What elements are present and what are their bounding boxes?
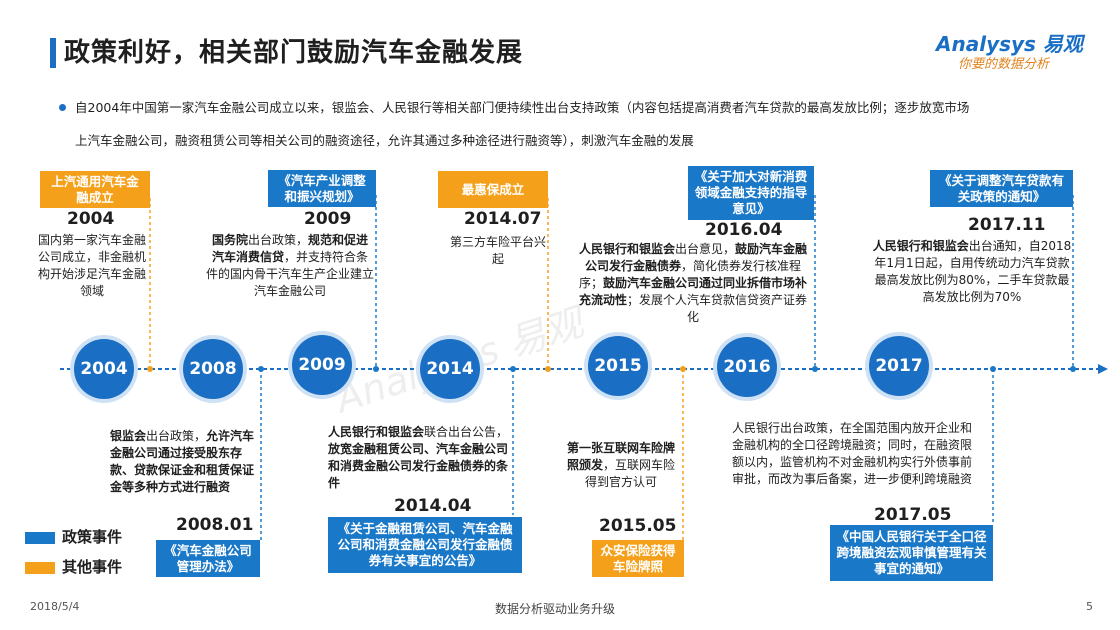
event-box-2015-05: 众安保险获得车险牌照	[592, 540, 684, 577]
timeline-arrow-icon	[1098, 364, 1108, 374]
event-desc-2008-01: 银监会出台政策，允许汽车金融公司通过接受股东存款、贷款保证金和租赁保证金等多种方…	[110, 429, 255, 494]
legend-swatch-policy	[25, 532, 55, 544]
bullet-icon	[59, 104, 66, 111]
intro-line-2: 上汽车金融公司，融资租赁公司等相关公司的融资途径，允许其通过多种途径进行融资等）…	[75, 133, 694, 148]
year-node-2017: 2017	[869, 336, 929, 396]
year-node-2015: 2015	[588, 336, 648, 396]
page-title: 政策利好，相关部门鼓励汽车金融发展	[64, 38, 524, 68]
event-desc-2015-05: 第一张互联网车险牌照颁发，互联网车险得到官方认可	[566, 441, 676, 489]
event-desc-2014-04: 人民银行和银监会联合出台公告，放宽金融租赁公司、汽车金融公司和消费金融公司发行金…	[328, 425, 509, 490]
year-node-2004: 2004	[74, 339, 134, 399]
event-box-2004: 上汽通用汽车金融成立	[40, 171, 150, 208]
event-date-2014-04: 2014.04	[394, 496, 472, 516]
footer-date: 2018/5/4	[30, 600, 80, 613]
event-date-2016-04: 2016.04	[705, 220, 783, 240]
event-box-2009: 《汽车产业调整和振兴规划》	[268, 170, 376, 207]
event-date-2004: 2004	[67, 209, 115, 229]
event-box-2014-07: 最惠保成立	[438, 171, 548, 208]
year-node-2014: 2014	[420, 339, 480, 399]
event-desc-2014-07: 第三方车险平台兴起	[450, 235, 547, 266]
event-box-2014-04: 《关于金融租赁公司、汽车金融公司和消费金融公司发行金融债券有关事宜的公告》	[328, 517, 522, 573]
event-box-2017-05: 《中国人民银行关于全口径跨境融资宏观审慎管理有关事宜的通知》	[830, 525, 993, 581]
year-node-2009: 2009	[292, 335, 352, 395]
event-date-2008-01: 2008.01	[176, 515, 254, 535]
event-desc-2009: 国务院出台政策，规范和促进汽车消费信贷，并支持符合条件的国内骨干汽车生产企业建立…	[206, 233, 375, 298]
year-node-2016: 2016	[717, 337, 777, 397]
year-node-2008: 2008	[183, 339, 243, 399]
event-date-2017-11: 2017.11	[968, 215, 1046, 235]
event-desc-2017-11: 人民银行和银监会出台通知，自2018年1月1日起，自用传统动力汽车贷款最高发放比…	[872, 239, 1072, 304]
logo-name: Analysys 易观	[936, 32, 1083, 56]
event-date-2017-05: 2017.05	[874, 505, 952, 525]
event-box-2016-04: 《关于加大对新消费领域金融支持的指导意见》	[688, 166, 814, 220]
event-date-2009: 2009	[304, 209, 352, 229]
legend-swatch-other	[25, 562, 55, 574]
title-accent-bar	[50, 38, 56, 68]
event-box-2008-01: 《汽车金融公司管理办法》	[156, 540, 260, 577]
legend-label-policy: 政策事件	[62, 528, 123, 546]
event-box-2017-11: 《关于调整汽车贷款有关政策的通知》	[930, 170, 1073, 207]
event-desc-2016-04: 人民银行和银监会出台意见，鼓励汽车金融公司发行金融债券，简化债券发行核准程序；鼓…	[578, 242, 808, 324]
event-desc-2004: 国内第一家汽车金融公司成立，非金融机构开始涉足汽车金融领域	[37, 233, 146, 298]
event-desc-2017-05: 人民银行出台政策，在全国范围内放开企业和金融机构的全口径跨境融资；同时，在融资限…	[731, 421, 972, 486]
page-number: 5	[1086, 600, 1093, 613]
legend-label-other: 其他事件	[62, 558, 123, 576]
event-date-2015-05: 2015.05	[599, 516, 677, 536]
logo-tagline: 你要的数据分析	[958, 57, 1050, 72]
intro-line-1: 自2004年中国第一家汽车金融公司成立以来，银监会、人民银行等相关部门便持续性出…	[75, 100, 970, 115]
brand-logo: Analysys 易观 你要的数据分析	[936, 28, 1111, 73]
event-date-2014-07: 2014.07	[464, 209, 542, 229]
footer-slogan: 数据分析驱动业务升级	[495, 602, 616, 616]
